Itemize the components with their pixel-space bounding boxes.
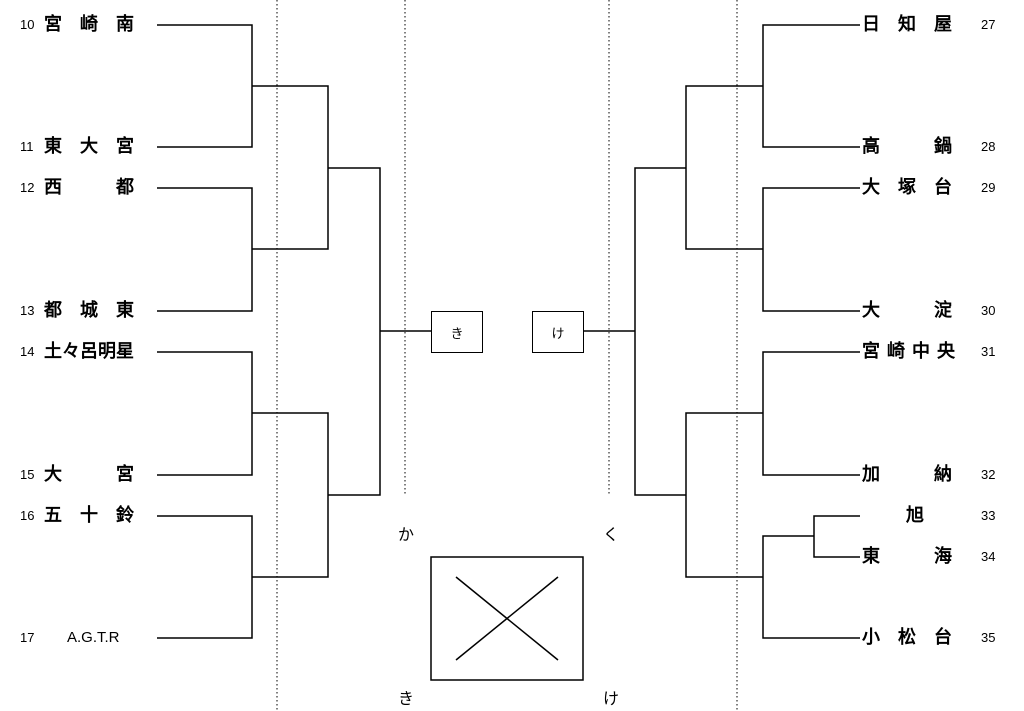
seed-number: 16 bbox=[20, 508, 35, 523]
bracket-connector bbox=[157, 187, 253, 312]
right-semifinal-box: け bbox=[532, 311, 584, 353]
seed-number: 33 bbox=[981, 508, 996, 523]
team-name: 宮崎中央 bbox=[862, 341, 962, 362]
bracket-connector bbox=[685, 85, 763, 250]
team-name: 西 都 bbox=[44, 177, 134, 198]
seed-number: 30 bbox=[981, 303, 996, 318]
team-name: 東 大 宮 bbox=[44, 136, 134, 157]
bracket-connector bbox=[762, 535, 860, 639]
team-name: A.G.T.R bbox=[67, 629, 120, 646]
bracket-connector bbox=[762, 351, 860, 476]
seed-number: 15 bbox=[20, 467, 35, 482]
bracket-connector bbox=[328, 167, 381, 496]
seed-number: 27 bbox=[981, 17, 996, 32]
seed-number: 35 bbox=[981, 630, 996, 645]
seed-number: 32 bbox=[981, 467, 996, 482]
seed-number: 11 bbox=[20, 139, 34, 154]
seed-number: 13 bbox=[20, 303, 35, 318]
bracket-connector bbox=[157, 515, 253, 639]
bracket-connector bbox=[685, 412, 763, 578]
team-name: 大 淀 bbox=[862, 300, 952, 321]
final-box bbox=[430, 556, 584, 681]
bracket-connector bbox=[762, 24, 860, 148]
bracket-connector bbox=[157, 24, 253, 148]
seed-number: 29 bbox=[981, 180, 996, 195]
mark-bottom-right: け bbox=[603, 689, 620, 708]
team-name: 土々呂明星 bbox=[44, 341, 134, 362]
bracket-connector bbox=[762, 187, 860, 312]
team-name: 大 塚 台 bbox=[862, 177, 952, 198]
mark-top-right: く bbox=[603, 525, 620, 544]
seed-number: 17 bbox=[20, 630, 35, 645]
team-name: 旭 bbox=[906, 505, 924, 526]
bracket-connector bbox=[634, 167, 686, 496]
team-name: 宮 崎 南 bbox=[44, 14, 134, 35]
team-name: 加 納 bbox=[862, 464, 952, 485]
mark-top-left: か bbox=[398, 525, 415, 544]
team-name: 高 鍋 bbox=[862, 136, 952, 157]
team-name: 東 海 bbox=[862, 546, 952, 567]
team-name: 都 城 東 bbox=[44, 300, 134, 321]
seed-number: 14 bbox=[20, 344, 35, 359]
seed-number: 10 bbox=[20, 17, 35, 32]
seed-number: 28 bbox=[981, 139, 996, 154]
bracket-connector bbox=[813, 515, 860, 558]
team-name: 大 宮 bbox=[44, 464, 134, 485]
seed-number: 31 bbox=[981, 344, 996, 359]
seed-number: 12 bbox=[20, 180, 35, 195]
bracket-connector bbox=[252, 85, 329, 250]
left-semifinal-box: き bbox=[431, 311, 483, 353]
bracket-connector bbox=[157, 351, 253, 476]
team-name: 日 知 屋 bbox=[862, 14, 952, 35]
mark-bottom-left: き bbox=[398, 689, 415, 708]
team-name: 五 十 鈴 bbox=[44, 505, 134, 526]
final-box-cross bbox=[455, 576, 559, 661]
seed-number: 34 bbox=[981, 549, 996, 564]
bracket-connector bbox=[252, 412, 329, 578]
team-name: 小 松 台 bbox=[862, 627, 952, 648]
